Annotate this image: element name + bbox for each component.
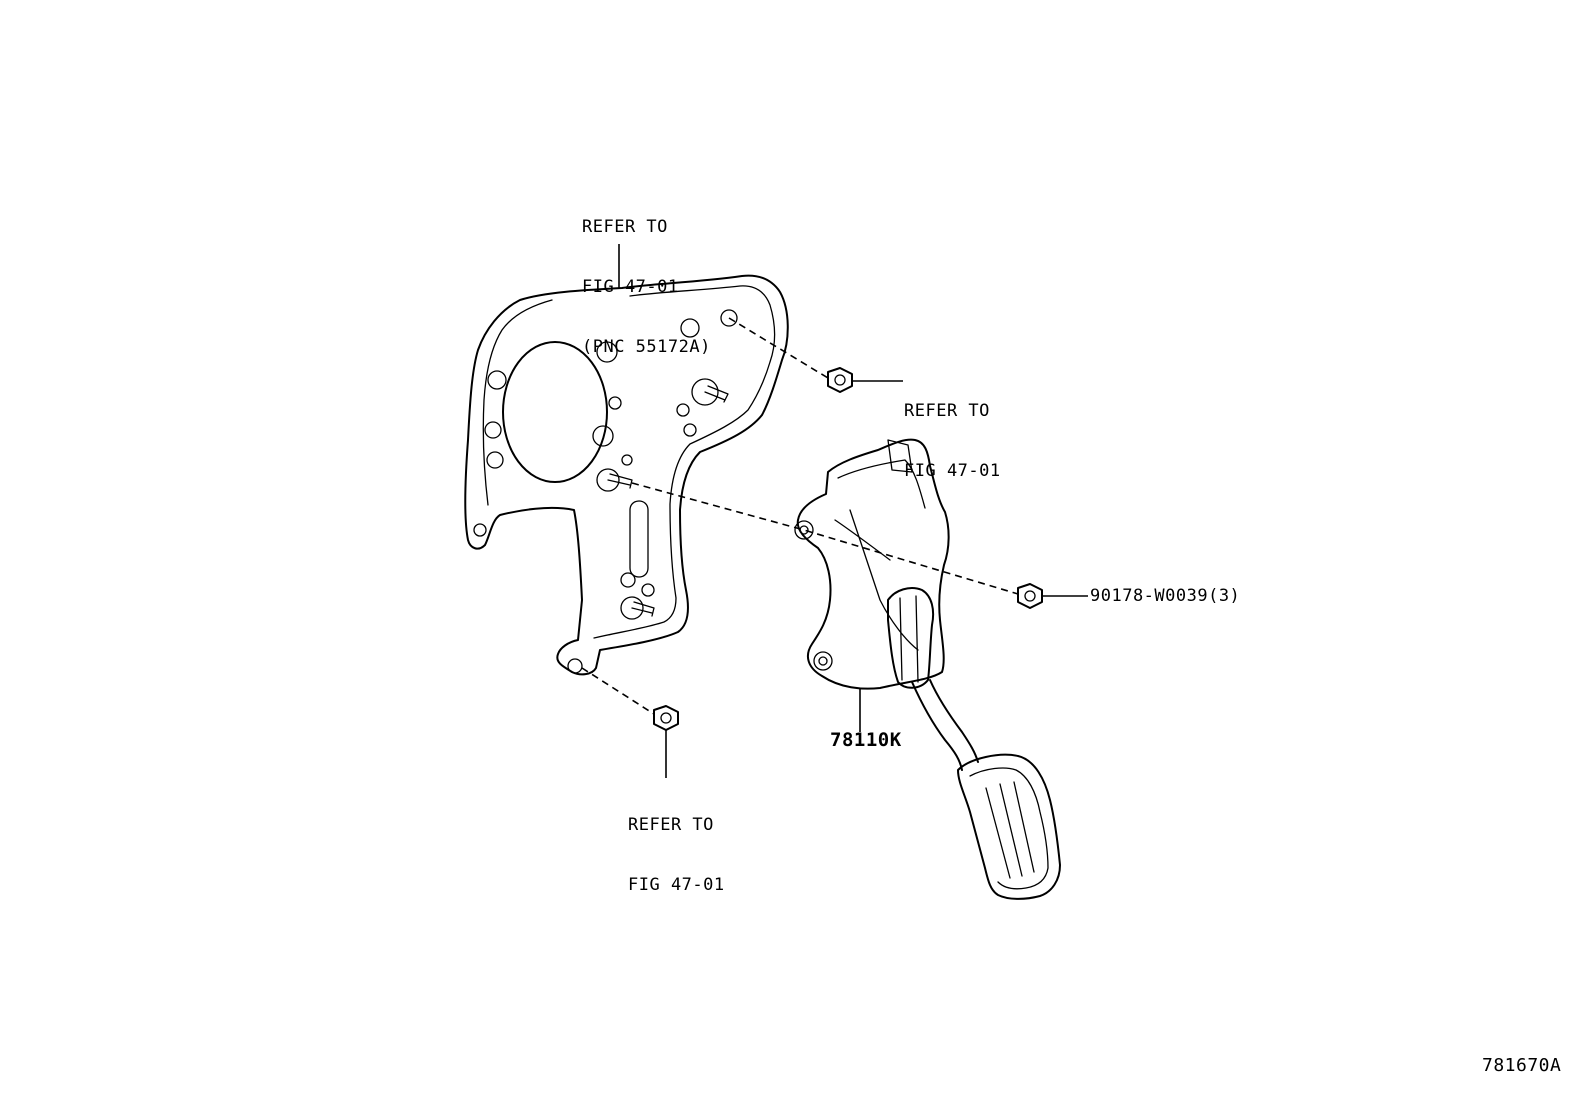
accelerator-pedal-assembly <box>794 438 1061 900</box>
bracket-ref-line2: FIG 47-01 <box>582 277 679 297</box>
dash-line-upper-nut <box>728 317 829 379</box>
dash-line-lower-nut <box>581 667 655 715</box>
nut-upper <box>827 367 853 393</box>
nut-part-number: 90178-W0039(3) <box>1090 586 1241 606</box>
dash-line-right-nut <box>631 482 1019 595</box>
nut-right <box>1017 583 1043 609</box>
bracket-ref-line1: REFER TO <box>582 217 668 237</box>
bracket-ref-line3: (PNC 55172A) <box>582 337 711 357</box>
pedal-support-bracket <box>464 274 789 676</box>
lower-nut-ref-line1: REFER TO <box>628 815 714 835</box>
diagram-id: 781670A <box>1482 1055 1562 1076</box>
nut-lower <box>653 705 679 731</box>
lower-nut-reference-callout: REFER TO FIG 47-01 <box>628 775 725 935</box>
bracket-reference-callout: REFER TO FIG 47-01 (PNC 55172A) <box>582 177 711 397</box>
upper-nut-reference-callout: REFER TO FIG 47-01 <box>904 361 1001 521</box>
lower-nut-ref-line2: FIG 47-01 <box>628 875 725 895</box>
pedal-part-number: 78110K <box>830 729 902 751</box>
upper-nut-ref-line2: FIG 47-01 <box>904 461 1001 481</box>
upper-nut-ref-line1: REFER TO <box>904 401 990 421</box>
